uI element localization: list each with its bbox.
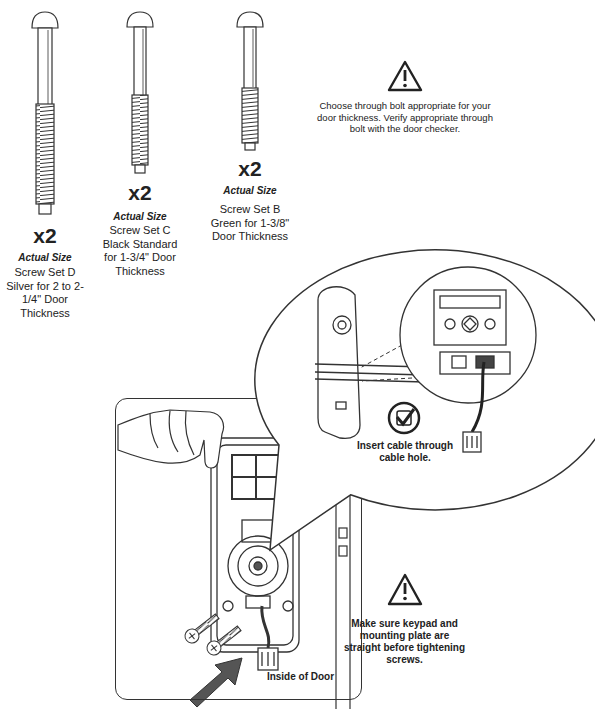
size-note: Actual Size — [0, 252, 90, 264]
screw-description: Screw Set C Black Standard for 1-3/4" Do… — [95, 224, 185, 278]
bubble-outline — [255, 250, 595, 555]
screw-set-d — [32, 12, 58, 214]
screw-description: Screw Set B Green for 1-3/8" Door Thickn… — [205, 203, 295, 244]
quantity: x2 — [115, 181, 165, 205]
warning-note: Choose through bolt appropriate for your… — [310, 100, 500, 135]
size-note: Actual Size — [205, 185, 295, 197]
screw-set-c — [127, 12, 153, 173]
callout-bubble: Insert cable through cable hole. — [255, 250, 595, 555]
hand — [118, 410, 224, 468]
screw-set-b — [237, 12, 263, 150]
quantity: x2 — [225, 157, 275, 181]
warning-triangle — [389, 62, 421, 90]
size-note: Actual Size — [95, 211, 185, 223]
warning-note: Make sure keypad and mounting plate are … — [342, 618, 467, 666]
screw-description: Screw Set D Silver for 2 to 2-1/4" Door … — [0, 266, 90, 320]
quantity: x2 — [20, 224, 70, 248]
node-text: Insert cable through cable hole. — [350, 440, 460, 464]
node-text: Inside of Door — [248, 671, 353, 683]
warning-triangle — [389, 575, 421, 604]
mounting-screw — [204, 623, 243, 658]
door-edge — [336, 480, 350, 709]
bubble-outline — [255, 250, 595, 550]
mounting-screw — [182, 611, 221, 646]
